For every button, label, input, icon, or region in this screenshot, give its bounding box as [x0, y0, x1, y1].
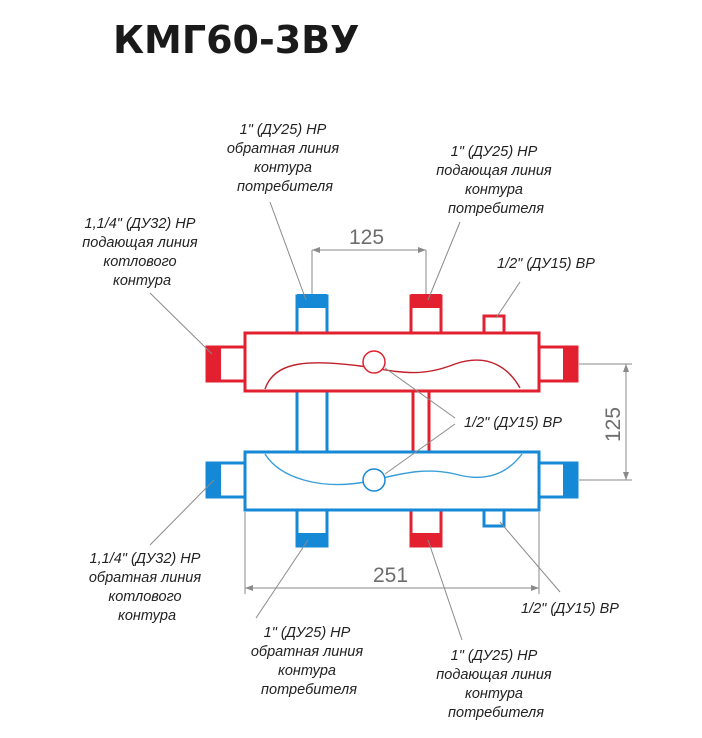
return-right-nozzle-tip — [563, 463, 577, 497]
supply-right-nozzle-tip — [563, 347, 577, 381]
supply-body — [243, 331, 541, 393]
label-top-supply-consumer: 1" (ДУ25) НР подающая линия контура потр… — [436, 144, 555, 217]
leader-lines — [149, 201, 561, 641]
return-top-nozzle-tip — [297, 294, 327, 308]
supply-manifold — [205, 294, 579, 393]
supply-left-nozzle-tip — [207, 347, 221, 381]
return-bottom-nozzle-tip — [297, 533, 327, 547]
label-bottom-port-right: 1/2" (ДУ15) ВР — [521, 601, 619, 617]
supply-top-nozzle-tip — [411, 294, 441, 308]
dimension-right-value: 125 — [602, 407, 625, 442]
supply-flow-curve — [264, 359, 521, 390]
return-separator-circle — [362, 468, 386, 492]
supply-bottom-nozzle-tip — [411, 533, 441, 547]
return-flow-curve — [264, 453, 523, 486]
label-boiler-return: 1,1/4" (ДУ32) НР обратная линия котловог… — [89, 551, 205, 624]
label-bottom-supply-consumer: 1" (ДУ25) НР подающая линия контура потр… — [436, 648, 555, 721]
dimension-right-125: 125 — [579, 363, 632, 481]
label-top-port-right: 1/2" (ДУ15) ВР — [497, 256, 595, 272]
dimension-top-value: 125 — [349, 226, 384, 249]
supply-small-port — [482, 314, 506, 336]
dimension-bottom-251: 251 — [244, 512, 540, 594]
dimension-top-125: 125 — [311, 226, 427, 294]
label-center-ports: 1/2" (ДУ15) ВР — [464, 415, 562, 431]
label-boiler-supply: 1,1/4" (ДУ32) НР подающая линия котловог… — [82, 216, 201, 289]
return-manifold — [205, 450, 579, 548]
label-top-return-consumer: 1" (ДУ25) НР обратная линия контура потр… — [227, 122, 343, 195]
label-bottom-return-consumer: 1" (ДУ25) НР обратная линия контура потр… — [251, 625, 367, 698]
product-title: КМГ60-3ВУ — [113, 18, 359, 62]
return-body — [243, 450, 541, 512]
dimension-bottom-value: 251 — [373, 564, 408, 587]
supply-separator-circle — [362, 350, 386, 374]
